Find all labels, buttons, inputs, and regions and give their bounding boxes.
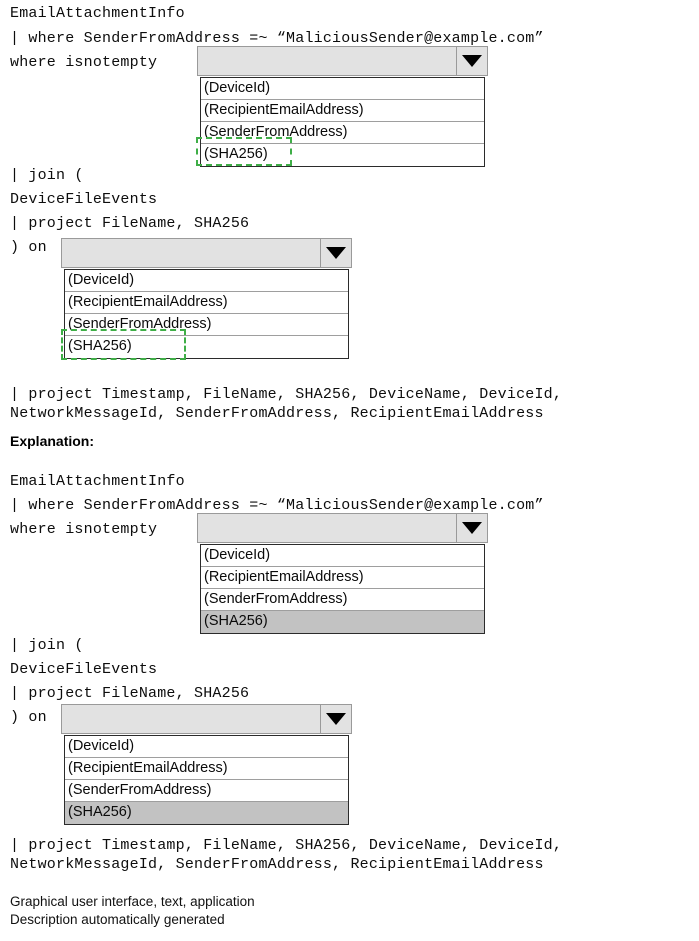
query-bottom-line-2: | where SenderFromAddress =~ “MaliciousS… [10,497,544,514]
query-top-line-2: | where SenderFromAddress =~ “MaliciousS… [10,30,544,47]
list-item[interactable]: (SenderFromAddress) [201,589,484,611]
query-bottom-line-5: DeviceFileEvents [10,661,158,678]
dropdown-join-on-combobox-top[interactable] [61,238,352,268]
list-item-selected[interactable]: (SHA256) [201,611,484,633]
dropdown-join-on-value-bottom[interactable] [62,705,320,733]
query-bottom-line-1: EmailAttachmentInfo [10,473,185,490]
dropdown-list-join-on-bottom[interactable]: (DeviceId) (RecipientEmailAddress) (Send… [64,735,349,825]
query-bottom-line-4: | join ( [10,637,84,654]
list-item[interactable]: (SenderFromAddress) [65,780,348,802]
dropdown-isnotempty-combobox-bottom[interactable] [197,513,488,543]
dropdown-list-isnotempty-bottom[interactable]: (DeviceId) (RecipientEmailAddress) (Send… [200,544,485,634]
query-bottom-line-8: | project Timestamp, FileName, SHA256, D… [10,837,563,854]
query-top-line-1: EmailAttachmentInfo [10,5,185,22]
dropdown-isnotempty-value-top[interactable] [198,47,456,75]
caption-line-2: Description automatically generated [10,912,225,927]
chevron-down-icon[interactable] [456,47,487,75]
query-bottom-line-7: ) on [10,709,47,726]
dropdown-list-isnotempty-top[interactable]: (DeviceId) (RecipientEmailAddress) (Send… [200,77,485,167]
chevron-down-icon[interactable] [320,239,351,267]
dropdown-join-on-value-top[interactable] [62,239,320,267]
list-item[interactable]: (RecipientEmailAddress) [65,292,348,314]
list-item[interactable]: (DeviceId) [65,736,348,758]
chevron-down-icon[interactable] [456,514,487,542]
query-top-line-5: DeviceFileEvents [10,191,158,208]
caption-line-1: Graphical user interface, text, applicat… [10,894,255,909]
list-item[interactable]: (RecipientEmailAddress) [65,758,348,780]
query-top-line-4: | join ( [10,167,84,184]
dropdown-join-on-combobox-bottom[interactable] [61,704,352,734]
list-item[interactable]: (DeviceId) [65,270,348,292]
list-item-selected[interactable]: (SHA256) [65,802,348,824]
list-item[interactable]: (SenderFromAddress) [201,122,484,144]
list-item[interactable]: (SHA256) [65,336,348,358]
query-bottom-line-9: NetworkMessageId, SenderFromAddress, Rec… [10,856,544,873]
query-top-line-3: where isnotempty [10,54,158,71]
query-bottom-line-6: | project FileName, SHA256 [10,685,250,702]
list-item[interactable]: (SHA256) [201,144,484,166]
list-item[interactable]: (SenderFromAddress) [65,314,348,336]
chevron-down-icon[interactable] [320,705,351,733]
query-bottom-line-3: where isnotempty [10,521,158,538]
dropdown-isnotempty-combobox-top[interactable] [197,46,488,76]
list-item[interactable]: (DeviceId) [201,78,484,100]
dropdown-isnotempty-value-bottom[interactable] [198,514,456,542]
list-item[interactable]: (RecipientEmailAddress) [201,100,484,122]
list-item[interactable]: (RecipientEmailAddress) [201,567,484,589]
query-top-line-7: ) on [10,239,47,256]
explanation-heading: Explanation: [10,433,95,449]
query-top-line-8: | project Timestamp, FileName, SHA256, D… [10,386,563,403]
dropdown-list-join-on-top[interactable]: (DeviceId) (RecipientEmailAddress) (Send… [64,269,349,359]
query-top-line-6: | project FileName, SHA256 [10,215,250,232]
query-top-line-9: NetworkMessageId, SenderFromAddress, Rec… [10,405,544,422]
list-item[interactable]: (DeviceId) [201,545,484,567]
